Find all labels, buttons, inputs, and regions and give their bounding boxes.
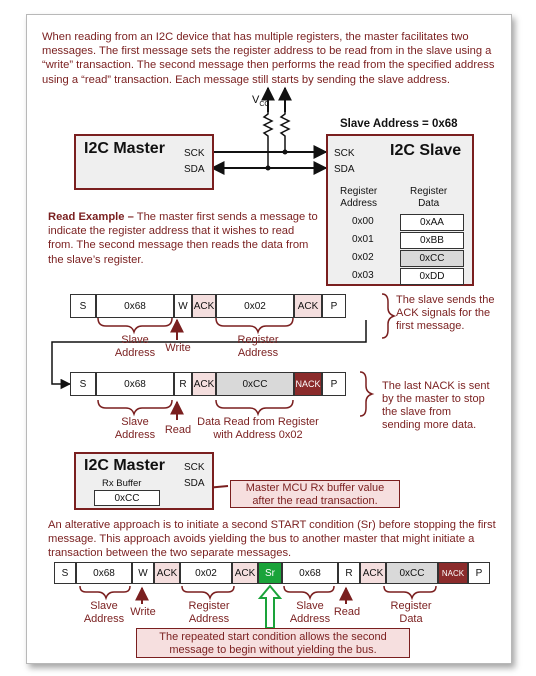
frame3-repeated-start: Sr <box>258 562 282 584</box>
frame3-label-read: Read <box>333 606 361 618</box>
register-address-cell: 0x01 <box>352 234 374 245</box>
master2-sck-label: SCK <box>184 462 205 473</box>
frame1-start: S <box>70 294 96 318</box>
connector-frame1-to-frame2 <box>51 320 367 390</box>
master-sck-label: SCK <box>184 148 205 159</box>
rx-buffer-callout: Master MCU Rx buffer value after the rea… <box>230 480 400 508</box>
intro-paragraph: When reading from an I2C device that has… <box>42 31 495 86</box>
frame3-start: S <box>54 562 76 584</box>
frame3-stop: P <box>468 562 490 584</box>
frame3-label-write: Write <box>130 606 156 618</box>
frame1-label-write: Write <box>165 342 191 354</box>
frame3-nack: NACK <box>438 562 468 584</box>
frame3-ack: ACK <box>232 562 258 584</box>
alt-approach-paragraph: An alterative approach is to initiate a … <box>48 519 496 560</box>
frame1-slave-address: 0x68 <box>96 294 174 318</box>
brace-frame2-nack <box>359 371 375 417</box>
frame3-register-address: 0x02 <box>180 562 232 584</box>
brace-frame1-register-address <box>215 317 294 335</box>
frame3-ack-2: ACK <box>360 562 386 584</box>
frame2-slave-address: 0x68 <box>96 372 174 396</box>
frame3-label-slave-address-1: Slave Address <box>83 600 125 625</box>
brace-frame2-slave-address <box>97 399 173 417</box>
frame3-read-bit: R <box>338 562 360 584</box>
register-data-header: Register Data <box>410 186 448 209</box>
frame1-ack: ACK <box>294 294 322 318</box>
junction-dot-sck <box>282 149 288 155</box>
frame1: S 0x68 W ACK 0x02 ACK P <box>70 294 380 318</box>
frame1-write-bit: W <box>174 294 192 318</box>
brace-frame3-register-data <box>383 585 437 601</box>
frame2-data: 0xCC <box>216 372 294 396</box>
frame2-label-read: Read <box>164 424 192 436</box>
brace-frame3-slave-address-1 <box>79 585 131 601</box>
frame2-label-slave-address: Slave Address <box>114 416 156 441</box>
frame1-stop: P <box>322 294 346 318</box>
vcc-label: VCC <box>252 94 270 109</box>
frame1-ack-note: The slave sends the ACK signals for the … <box>396 294 495 332</box>
register-data-cell: 0xDD <box>400 268 464 285</box>
register-data-cell: 0xAA <box>400 214 464 231</box>
brace-frame3-register-address <box>181 585 235 601</box>
pullup-resistor-sda <box>279 112 291 152</box>
pullup-resistor-sck <box>262 112 274 168</box>
frame2-ack: ACK <box>192 372 216 396</box>
brace-frame1-slave-address <box>97 317 173 335</box>
frame3-label-register-address: Register Address <box>188 600 230 625</box>
brace-frame2-data <box>215 399 294 417</box>
frame3-slave-address: 0x68 <box>76 562 132 584</box>
frame2-nack: NACK <box>294 372 322 396</box>
register-address-header: Register Address <box>340 186 378 209</box>
frame1-ack: ACK <box>192 294 216 318</box>
repeated-start-callout: The repeated start condition allows the … <box>136 628 410 658</box>
slave-address-heading: Slave Address = 0x68 <box>340 118 458 130</box>
i2c-slave-box: SCK SDA I2C Slave Register Address Regis… <box>326 134 474 286</box>
frame1-label-slave-address: Slave Address <box>114 334 156 359</box>
rx-buffer-label: Rx Buffer <box>102 478 142 489</box>
slave-title: I2C Slave <box>390 142 462 159</box>
register-address-cell: 0x02 <box>352 252 374 263</box>
frame3-data: 0xCC <box>386 562 438 584</box>
frame3-label-slave-address-2: Slave Address <box>289 600 331 625</box>
slave-sck-label: SCK <box>334 148 355 159</box>
master2-sda-label: SDA <box>184 478 205 489</box>
frame3-label-register-data: Register Data <box>390 600 432 625</box>
master2-title: I2C Master <box>84 457 165 474</box>
frame2-read-bit: R <box>174 372 192 396</box>
frame3-write-bit: W <box>132 562 154 584</box>
slave-sda-label: SDA <box>334 164 355 175</box>
sr-hollow-arrow <box>257 584 283 629</box>
register-address-cell: 0x00 <box>352 216 374 227</box>
frame2-nack-note: The last NACK is sent by the master to s… <box>382 380 490 431</box>
rx-buffer-value: 0xCC <box>94 490 160 506</box>
read-example-lead: Read Example – <box>48 211 134 223</box>
brace-frame1-acks <box>381 293 397 339</box>
frame2-label-data: Data Read from Register with Address 0x0… <box>197 416 319 441</box>
frame2: S 0x68 R ACK 0xCC NACK P <box>70 372 360 396</box>
junction-dot-sda <box>265 165 271 171</box>
read-example-paragraph: Read Example – The master first sends a … <box>48 210 320 267</box>
register-address-cell: 0x03 <box>352 270 374 281</box>
frame3-slave-address-2: 0x68 <box>282 562 338 584</box>
frame2-stop: P <box>322 372 346 396</box>
master-title: I2C Master <box>84 140 165 157</box>
i2c-master-box: I2C Master SCK SDA <box>74 134 214 190</box>
register-data-cell-highlight: 0xCC <box>400 250 464 267</box>
frame2-start: S <box>70 372 96 396</box>
frame1-label-register-address: Register Address <box>237 334 279 359</box>
frame3-ack: ACK <box>154 562 180 584</box>
frame1-register-address: 0x02 <box>216 294 294 318</box>
brace-frame3-slave-address-2 <box>283 585 335 601</box>
i2c-master-box-2: I2C Master SCK SDA Rx Buffer 0xCC <box>74 452 214 510</box>
read-example-body: The master first sends a message to indi… <box>48 211 318 266</box>
master-sda-label: SDA <box>184 164 205 175</box>
frame3: S 0x68 W ACK 0x02 ACK Sr 0x68 R ACK 0xCC… <box>54 562 494 584</box>
register-data-cell: 0xBB <box>400 232 464 249</box>
